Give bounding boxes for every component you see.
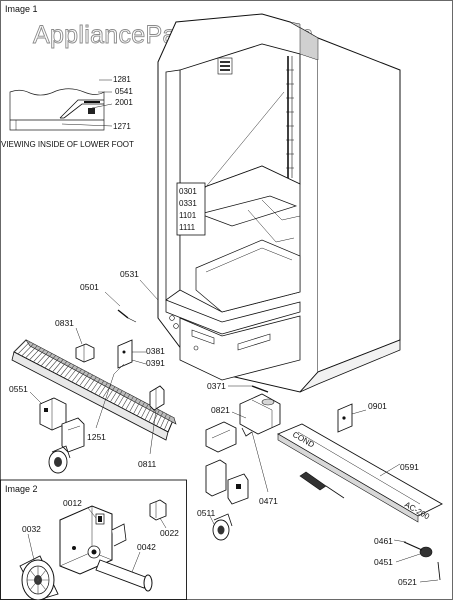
- label-0032: 0032: [22, 524, 41, 534]
- label-0012: 0012: [63, 498, 82, 508]
- label-0551: 0551: [9, 384, 28, 394]
- label-0471: 0471: [259, 496, 278, 506]
- box-label-1101: 1101: [179, 211, 197, 220]
- box-label-1111: 1111: [179, 223, 196, 232]
- label-0042: 0042: [137, 542, 156, 552]
- label-0831: 0831: [55, 318, 74, 328]
- center-hinge-assembly: [205, 385, 353, 541]
- image2-title: Image 2: [5, 484, 38, 494]
- callout-box-liner: 0301 0331 1101 1111: [176, 91, 285, 236]
- image1-callouts: 0531 0501 0831 0381 0391 0371 0551 0821 …: [9, 269, 439, 587]
- inset-label-1271: 1271: [113, 122, 131, 131]
- left-hinge-assembly: [39, 309, 165, 474]
- label-0022: 0022: [160, 528, 179, 538]
- box-label-0301: 0301: [179, 187, 197, 196]
- label-0901: 0901: [368, 401, 387, 411]
- label-0391: 0391: [146, 358, 165, 368]
- image2-panel: Image 2 0012 0032 0022 0042: [0, 479, 187, 601]
- refrigerator-cabinet: [157, 13, 401, 393]
- label-0591: 0591: [400, 462, 419, 472]
- box-label-0331: 0331: [179, 199, 197, 208]
- inset-caption: VIEWING INSIDE OF LOWER FOOT: [1, 140, 134, 149]
- bottom-rail: COND AC-200: [276, 423, 443, 581]
- label-0811: 0811: [138, 459, 157, 469]
- label-0821: 0821: [211, 405, 230, 415]
- label-0521: 0521: [398, 577, 417, 587]
- label-0501: 0501: [80, 282, 99, 292]
- label-0461: 0461: [374, 536, 393, 546]
- label-0531: 0531: [120, 269, 139, 279]
- label-0511: 0511: [197, 508, 216, 518]
- image1-title: Image 1: [5, 4, 38, 14]
- inset-label-2001: 2001: [115, 98, 133, 107]
- toe-grille: [11, 339, 177, 441]
- label-0381: 0381: [146, 346, 165, 356]
- inset-label-0541: 0541: [115, 87, 133, 96]
- label-0371: 0371: [207, 381, 226, 391]
- lower-foot-inset: 1281 0541 2001 1271 VIEWING INSIDE OF LO…: [1, 75, 134, 149]
- inset-label-1281: 1281: [113, 75, 131, 84]
- label-0451: 0451: [374, 557, 393, 567]
- label-1251: 1251: [87, 432, 106, 442]
